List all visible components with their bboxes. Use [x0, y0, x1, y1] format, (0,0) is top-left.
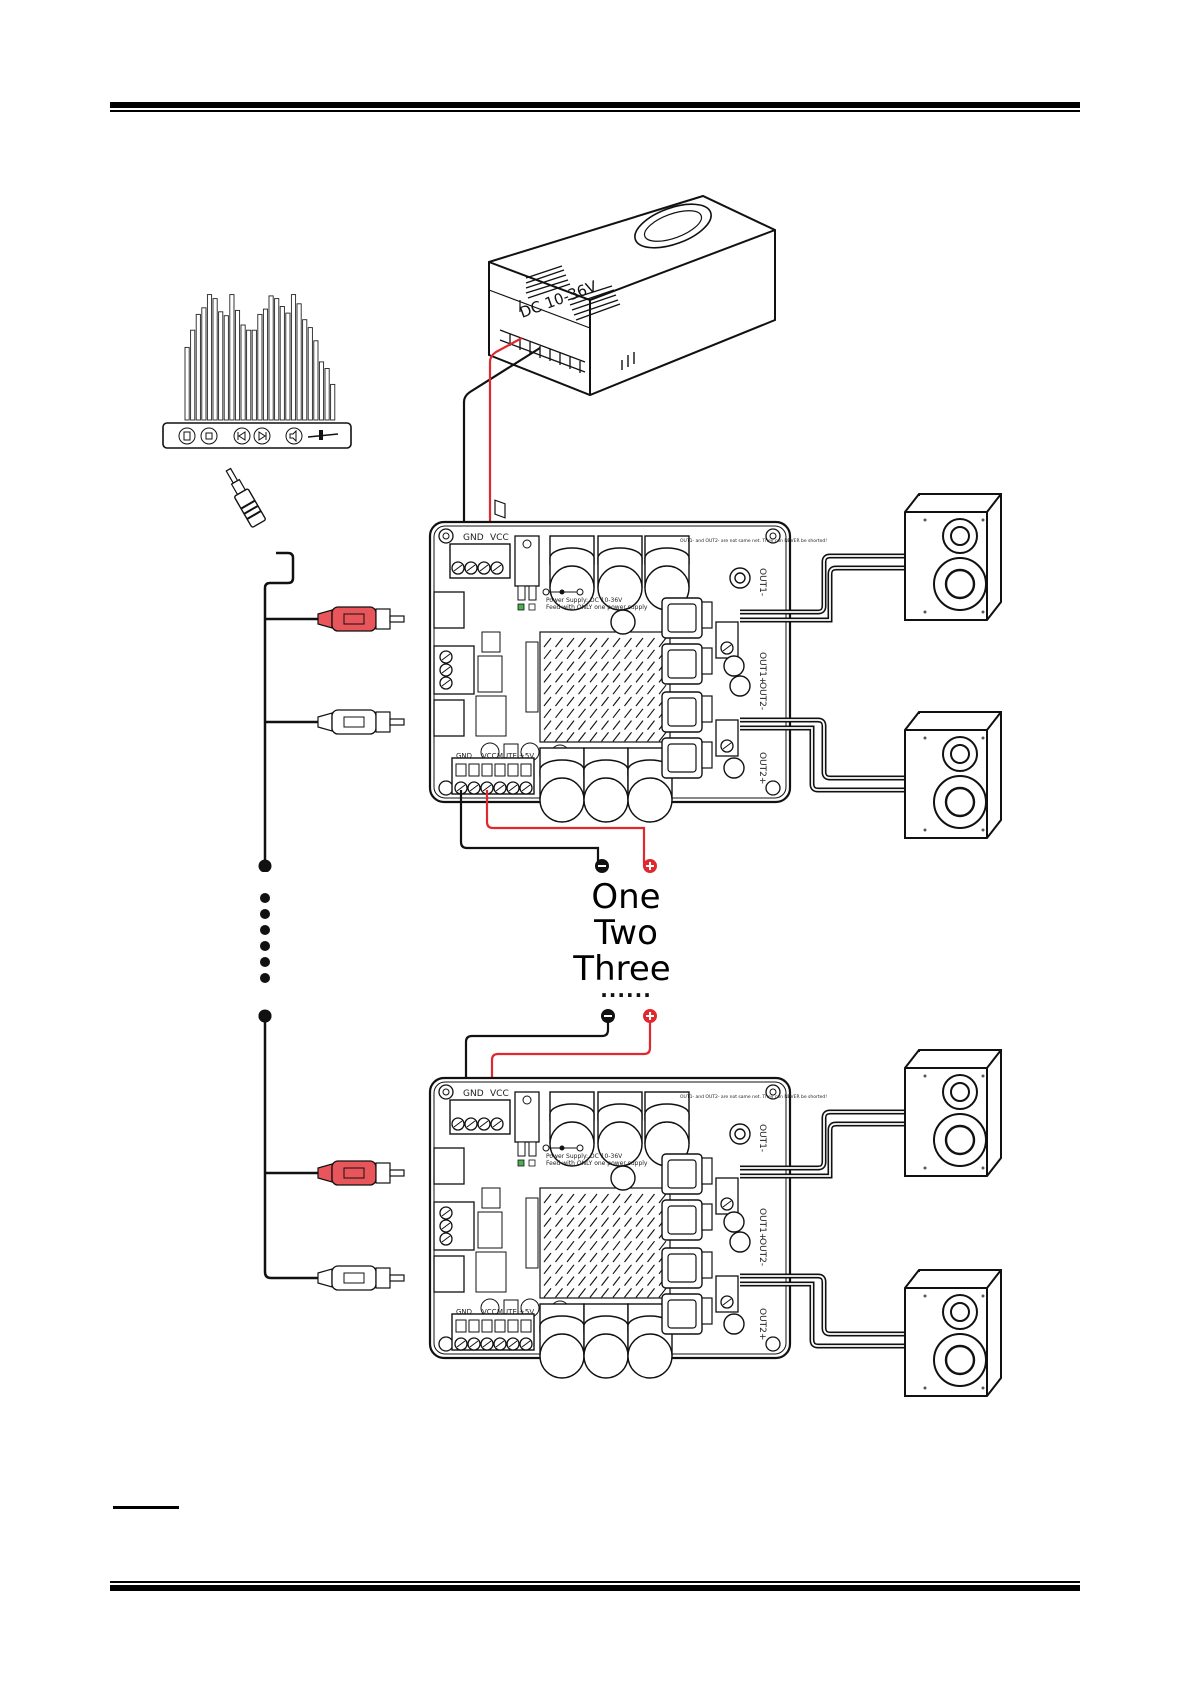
equalizer-bar	[279, 306, 285, 421]
psu-positive-wire	[488, 337, 523, 528]
io-label-vcc: VCC	[482, 752, 497, 760]
footer-rule-thick	[110, 1585, 1080, 1591]
plus-terminal-icon	[643, 859, 657, 873]
equalizer-bar	[307, 327, 313, 421]
footer-rule-thin	[110, 1581, 1080, 1583]
amplifier-board-1: GND VCC Power Supply: DC 10-36V Feed wit…	[430, 522, 827, 822]
stop-icon	[200, 427, 218, 445]
equalizer-bar	[302, 319, 308, 421]
speaker-icon-3	[903, 1048, 1003, 1178]
power-note-2: Feed with ONLY one power supply	[546, 1160, 648, 1167]
amplifier-board-2: GND VCC Power Supply: DC 10-36V Feed wit…	[430, 1078, 827, 1378]
out1-minus-label: OUT1-	[757, 568, 767, 596]
power-note: Power Supply: DC 10-36V	[546, 597, 623, 604]
equalizer-bar	[229, 294, 235, 421]
board2-gnd-wire	[464, 1022, 610, 1086]
psu-terminal-block	[494, 499, 506, 519]
io-label-5v: +5V	[519, 752, 534, 760]
equalizer-bar	[184, 346, 190, 421]
power-supply: DC 10-36V	[488, 194, 776, 519]
equalizer-bar	[195, 313, 201, 421]
rca-plug-right-board-2	[317, 1265, 405, 1291]
equalizer-bar	[218, 311, 224, 421]
out2-minus-label: OUT2-	[757, 1238, 767, 1266]
psu-negative-wire	[462, 347, 541, 528]
minus-terminal-icon	[595, 859, 609, 873]
equalizer-bar	[212, 298, 218, 421]
out1-plus-label: OUT1+	[757, 652, 767, 684]
pause-icon	[178, 427, 196, 445]
equalizer-bar	[268, 295, 274, 421]
plus-terminal-icon-2	[643, 1009, 657, 1023]
equalizer-bar	[190, 329, 196, 421]
chain-label-one: One	[591, 877, 660, 917]
warning-note: OUT1- and OUT2- are not same net. They c…	[680, 1094, 827, 1100]
equalizer-bar	[313, 340, 319, 421]
header-rule-thick	[110, 102, 1080, 108]
io-label-mute: MUTE	[497, 1308, 517, 1316]
equalizer-bars	[184, 294, 336, 421]
speaker-icon-4	[903, 1268, 1003, 1398]
equalizer-bar	[324, 368, 330, 421]
rca-plug-left-board-2	[317, 1160, 405, 1186]
io-label-gnd: GND	[456, 1308, 472, 1316]
equalizer-bar	[201, 307, 207, 421]
terminal-label-vcc: VCC	[490, 1089, 509, 1099]
equalizer-bar	[240, 324, 246, 421]
equalizer-bar	[234, 309, 241, 421]
equalizer-bar	[330, 383, 336, 421]
volume-icon	[285, 427, 303, 445]
board1-vcc-wire	[485, 790, 646, 866]
equalizer-bar	[296, 303, 302, 421]
minus-terminal-icon-2	[601, 1009, 615, 1023]
speaker-icon-2	[903, 710, 1003, 840]
equalizer-bar	[285, 312, 291, 421]
io-label-5v: +5V	[519, 1308, 534, 1316]
io-label-vcc: VCC	[482, 1308, 497, 1316]
rca-plug-left-board-1	[317, 606, 405, 632]
equalizer-bar	[318, 361, 325, 421]
equalizer-bar	[206, 294, 213, 421]
board1-gnd-wire	[459, 790, 600, 866]
terminal-label-gnd: GND	[463, 1089, 484, 1099]
previous-icon	[233, 427, 251, 445]
volume-slider	[307, 430, 339, 440]
equalizer-bar	[246, 329, 252, 421]
aux-jack-3-5mm	[225, 467, 266, 528]
equalizer-bar	[223, 315, 229, 421]
equalizer-bar	[290, 294, 297, 421]
terminal-label-gnd: GND	[463, 533, 484, 543]
signal-cable	[263, 551, 318, 1280]
fan-grille-icon	[634, 203, 712, 249]
out1-plus-label: OUT1+	[757, 1208, 767, 1240]
equalizer-bar	[274, 298, 280, 421]
vent-slots	[525, 265, 635, 370]
media-player	[162, 294, 352, 449]
equalizer-bar	[251, 329, 257, 421]
speaker-wires	[740, 553, 905, 1349]
terminal-label-vcc: VCC	[490, 533, 509, 543]
chain-label-three: Three	[572, 949, 670, 989]
equalizer-bar	[257, 313, 263, 421]
equalizer-bar	[262, 308, 269, 421]
board2-vcc-wire	[490, 1022, 652, 1086]
header-rule-thin	[110, 110, 1080, 112]
note-label-underline	[113, 1506, 179, 1509]
next-icon	[253, 427, 271, 445]
out2-plus-label: OUT2+	[757, 1308, 767, 1340]
chain-label-two: Two	[593, 913, 658, 953]
speaker-icon-1	[903, 492, 1003, 622]
out2-minus-label: OUT2-	[757, 682, 767, 710]
rca-plug-right-board-1	[317, 709, 405, 735]
out2-plus-label: OUT2+	[757, 752, 767, 784]
chain-ellipsis: ······	[600, 983, 652, 1007]
power-note-2: Feed with ONLY one power supply	[546, 604, 648, 611]
out1-minus-label: OUT1-	[757, 1124, 767, 1152]
warning-note: OUT1- and OUT2- are not same net. They c…	[680, 538, 827, 544]
io-label-mute: MUTE	[497, 752, 517, 760]
power-note: Power Supply: DC 10-36V	[546, 1153, 623, 1160]
io-label-gnd: GND	[456, 752, 472, 760]
